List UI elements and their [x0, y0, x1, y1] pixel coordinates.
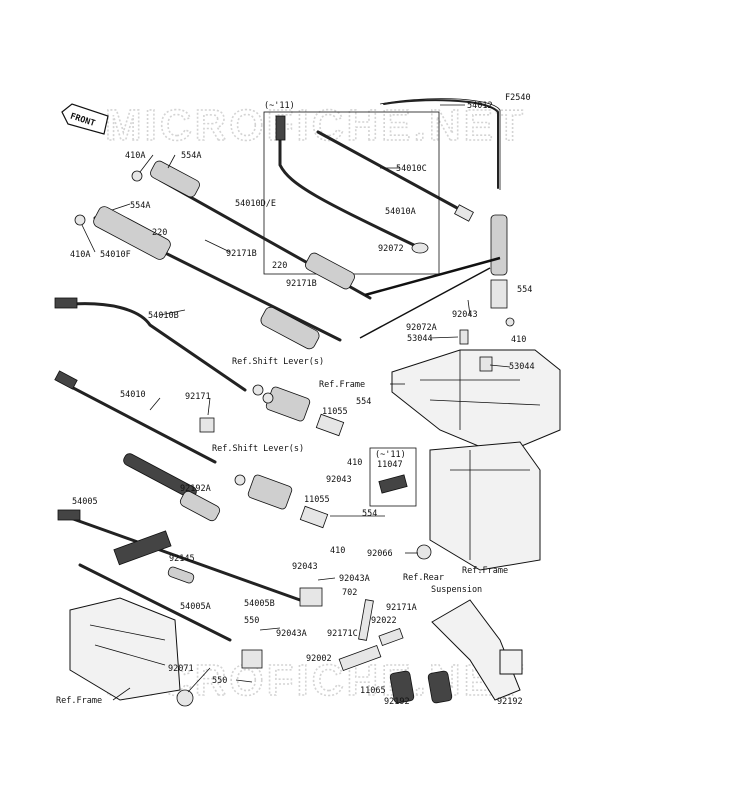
callout-92043A-1: 92043A [339, 574, 370, 584]
rear-suspension-arm [431, 599, 523, 701]
spring-stack-lower [234, 474, 329, 529]
callout-92145: 92145 [169, 554, 195, 564]
callout-92192-2: 92192 [497, 697, 523, 707]
callout-92072A: 92072A [406, 323, 437, 333]
cable-54010F [93, 206, 342, 350]
clevis-lower [241, 649, 263, 669]
callout-92043-3: 92043 [292, 562, 318, 572]
callout-410-3: 410 [330, 546, 345, 556]
callout-11-mid: (~'11) [375, 450, 406, 460]
callout-92022: 92022 [371, 616, 397, 626]
frame-lower-left [69, 597, 181, 701]
callout-554A-2: 554A [130, 201, 150, 211]
callout-54010B: 54010B [148, 311, 179, 321]
callout-ref-frame-1: Ref.Frame [319, 380, 365, 390]
callout-410A-2: 410A [70, 250, 90, 260]
clevis-54005B [299, 587, 323, 607]
callout-702: 702 [342, 588, 357, 598]
frame-upper-right [391, 349, 561, 456]
grommet-53044-2 [479, 356, 493, 372]
callout-53044-2: 53044 [509, 362, 535, 372]
callout-550-1: 550 [244, 616, 259, 626]
frame-right [429, 441, 541, 571]
spring-92192-right [427, 670, 453, 704]
spring-92192-left [389, 670, 415, 704]
callout-92192A: 92192A [180, 484, 211, 494]
cable-54010B [54, 297, 247, 392]
callout-92171B-2: 92171B [286, 279, 317, 289]
callout-554: 554 [517, 285, 532, 295]
callout-53044-1: 53044 [407, 334, 433, 344]
callout-410-1: 410 [511, 335, 526, 345]
grommet-92066 [416, 544, 432, 560]
group-box-11-mid [369, 447, 417, 507]
front-arrow-icon: FRONT [61, 103, 109, 135]
callout-54005: 54005 [72, 497, 98, 507]
cable-54005 [57, 509, 302, 602]
callout-54005A: 54005A [180, 602, 211, 612]
callout-554-2: 554 [356, 397, 371, 407]
spring-stack-upper [252, 384, 345, 437]
callout-554A-1: 554A [181, 151, 201, 161]
leader-lines [81, 104, 511, 701]
callout-220-1: 220 [152, 228, 167, 238]
washer-410 [505, 317, 515, 327]
callout-92171C: 92171C [327, 629, 358, 639]
callout-54010DE: 54010D/E [235, 199, 276, 209]
callout-92002: 92002 [306, 654, 332, 664]
callout-ref-shift-lever-2: Ref.Shift Lever(s) [212, 444, 304, 454]
callout-ref-rear: Ref.Rear [403, 573, 444, 583]
callout-11055-1: 11055 [322, 407, 348, 417]
lower-linkage [338, 599, 404, 671]
callout-410A-1: 410A [125, 151, 145, 161]
callout-11-top: (~'11) [264, 101, 295, 111]
callout-54010: 54010 [120, 390, 146, 400]
rod-92072A [359, 267, 491, 339]
cable-54010 [54, 370, 217, 464]
callout-54012: 54012 [467, 101, 493, 111]
callout-92071: 92071 [168, 664, 194, 674]
callout-54010F: 54010F [100, 250, 131, 260]
rod-92072 [364, 256, 501, 297]
callout-92072: 92072 [378, 244, 404, 254]
watermark-top: MICROFICHE.NET [105, 101, 526, 150]
washer-410A-1 [131, 170, 143, 182]
grommet-53044-1 [459, 329, 469, 345]
callout-ref-frame-2: Ref.Frame [462, 566, 508, 576]
callout-92043A-2: 92043A [276, 629, 307, 639]
callout-11055-2: 11055 [304, 495, 330, 505]
callout-92171: 92171 [185, 392, 211, 402]
callout-92192-1: 92192 [384, 697, 410, 707]
diagram-code: F2540 [505, 93, 531, 103]
callout-ref-frame-3: Ref.Frame [56, 696, 102, 706]
grommet-92071 [176, 689, 194, 707]
cable-54010A [275, 115, 429, 254]
callout-54010A: 54010A [385, 207, 416, 217]
part-11047 [378, 474, 408, 494]
callout-54005B: 54005B [244, 599, 275, 609]
callout-92043-1: 92043 [452, 310, 478, 320]
callout-92171B-1: 92171B [226, 249, 257, 259]
callout-92043-2: 92043 [326, 475, 352, 485]
cable-54010C [316, 130, 474, 222]
callout-550-2: 550 [212, 676, 227, 686]
clip-92171 [199, 417, 215, 433]
callout-410-2: 410 [347, 458, 362, 468]
callout-54010C: 54010C [396, 164, 427, 174]
washer-410A-2 [74, 214, 86, 226]
callout-220-2: 220 [272, 261, 287, 271]
callout-92066: 92066 [367, 549, 393, 559]
cable-54005A [78, 563, 232, 642]
cable-54010DE [150, 160, 372, 300]
callout-11065: 11065 [360, 686, 386, 696]
callout-ref-shift-lever-1: Ref.Shift Lever(s) [232, 357, 324, 367]
callout-suspension: Suspension [431, 585, 482, 595]
bracket-92145 [113, 530, 195, 584]
callout-554-3: 554 [362, 509, 377, 519]
callout-11047: 11047 [377, 460, 403, 470]
callout-92171A: 92171A [386, 603, 417, 613]
boot-92192A [179, 490, 221, 522]
